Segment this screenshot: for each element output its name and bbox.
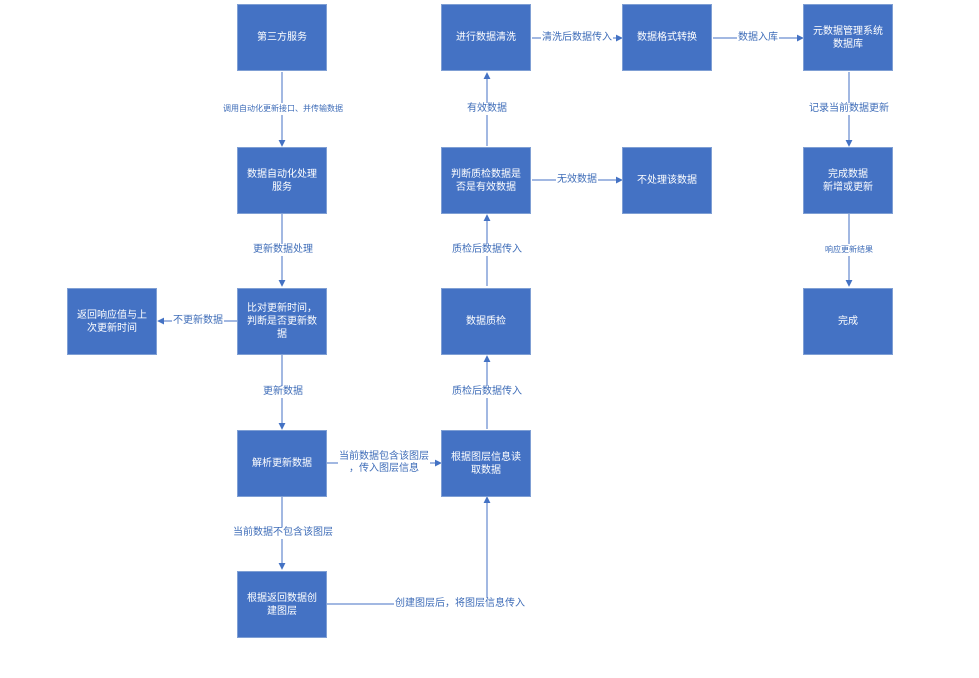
edge-label-layer-not-contained: 当前数据不包含该图层 (232, 527, 334, 539)
node-label: 比对更新时间，判断是否更新数据 (247, 303, 317, 340)
node-label: 判断质检数据是否是有效数据 (451, 168, 521, 193)
edge-label-invalid-data: 无效数据 (556, 174, 598, 186)
node-format-conversion: 数据格式转换 (622, 4, 712, 71)
node-return-response: 返回响应值与上次更新时间 (67, 288, 157, 355)
node-label: 返回响应值与上次更新时间 (77, 309, 147, 334)
edge-label-update-data: 更新数据 (262, 386, 304, 398)
node-label: 解析更新数据 (252, 458, 312, 469)
node-third-party-service: 第三方服务 (237, 4, 327, 71)
node-parse-update-data: 解析更新数据 (237, 430, 327, 497)
node-label: 第三方服务 (257, 32, 307, 43)
node-judge-valid-data: 判断质检数据是否是有效数据 (441, 147, 531, 214)
edge-label-update-processing: 更新数据处理 (252, 244, 314, 256)
edge-label-no-update: 不更新数据 (172, 315, 224, 327)
node-label: 完成数据 新增或更新 (823, 168, 873, 193)
node-finish-add-update: 完成数据 新增或更新 (803, 147, 893, 214)
node-read-by-layer-info: 根据图层信息读取数据 (441, 430, 531, 497)
edge-label-into-db: 数据入库 (737, 32, 779, 44)
edge-label-after-qc-2: 质检后数据传入 (451, 244, 523, 256)
node-data-quality-check: 数据质检 (441, 288, 531, 355)
node-data-cleaning: 进行数据清洗 (441, 4, 531, 71)
edge-label-record-update: 记录当前数据更新 (808, 103, 890, 115)
edge-label-after-create-layer: 创建图层后，将图层信息传入 (394, 598, 526, 610)
edge-after-create-layer (327, 496, 491, 605)
node-label: 根据返回数据创建图层 (247, 592, 317, 617)
node-label: 数据格式转换 (637, 32, 697, 43)
node-label: 进行数据清洗 (456, 32, 516, 43)
node-label: 不处理该数据 (637, 175, 697, 186)
node-label: 完成 (838, 316, 858, 327)
node-label: 元数据管理系统数据库 (813, 25, 883, 50)
node-create-layer: 根据返回数据创建图层 (237, 571, 327, 638)
edge-label-after-qc-1: 质检后数据传入 (451, 386, 523, 398)
node-label: 数据质检 (466, 316, 506, 327)
node-discard-data: 不处理该数据 (622, 147, 712, 214)
edge-label-layer-contained: 当前数据包含该图层 ，传入图层信息 (338, 451, 430, 475)
node-auto-processing-service: 数据自动化处理服务 (237, 147, 327, 214)
edge-label-response-result: 响应更新结果 (824, 244, 874, 256)
node-label: 数据自动化处理服务 (247, 168, 317, 193)
edge-label-after-cleaning: 清洗后数据传入 (541, 32, 613, 44)
edge-label-valid-data: 有效数据 (466, 103, 508, 115)
node-metadata-db: 元数据管理系统数据库 (803, 4, 893, 71)
node-compare-update-time: 比对更新时间，判断是否更新数据 (237, 288, 327, 355)
edge-label-call-api: 调用自动化更新接口、并传输数据 (222, 103, 344, 115)
node-label: 根据图层信息读取数据 (451, 451, 521, 476)
node-done: 完成 (803, 288, 893, 355)
